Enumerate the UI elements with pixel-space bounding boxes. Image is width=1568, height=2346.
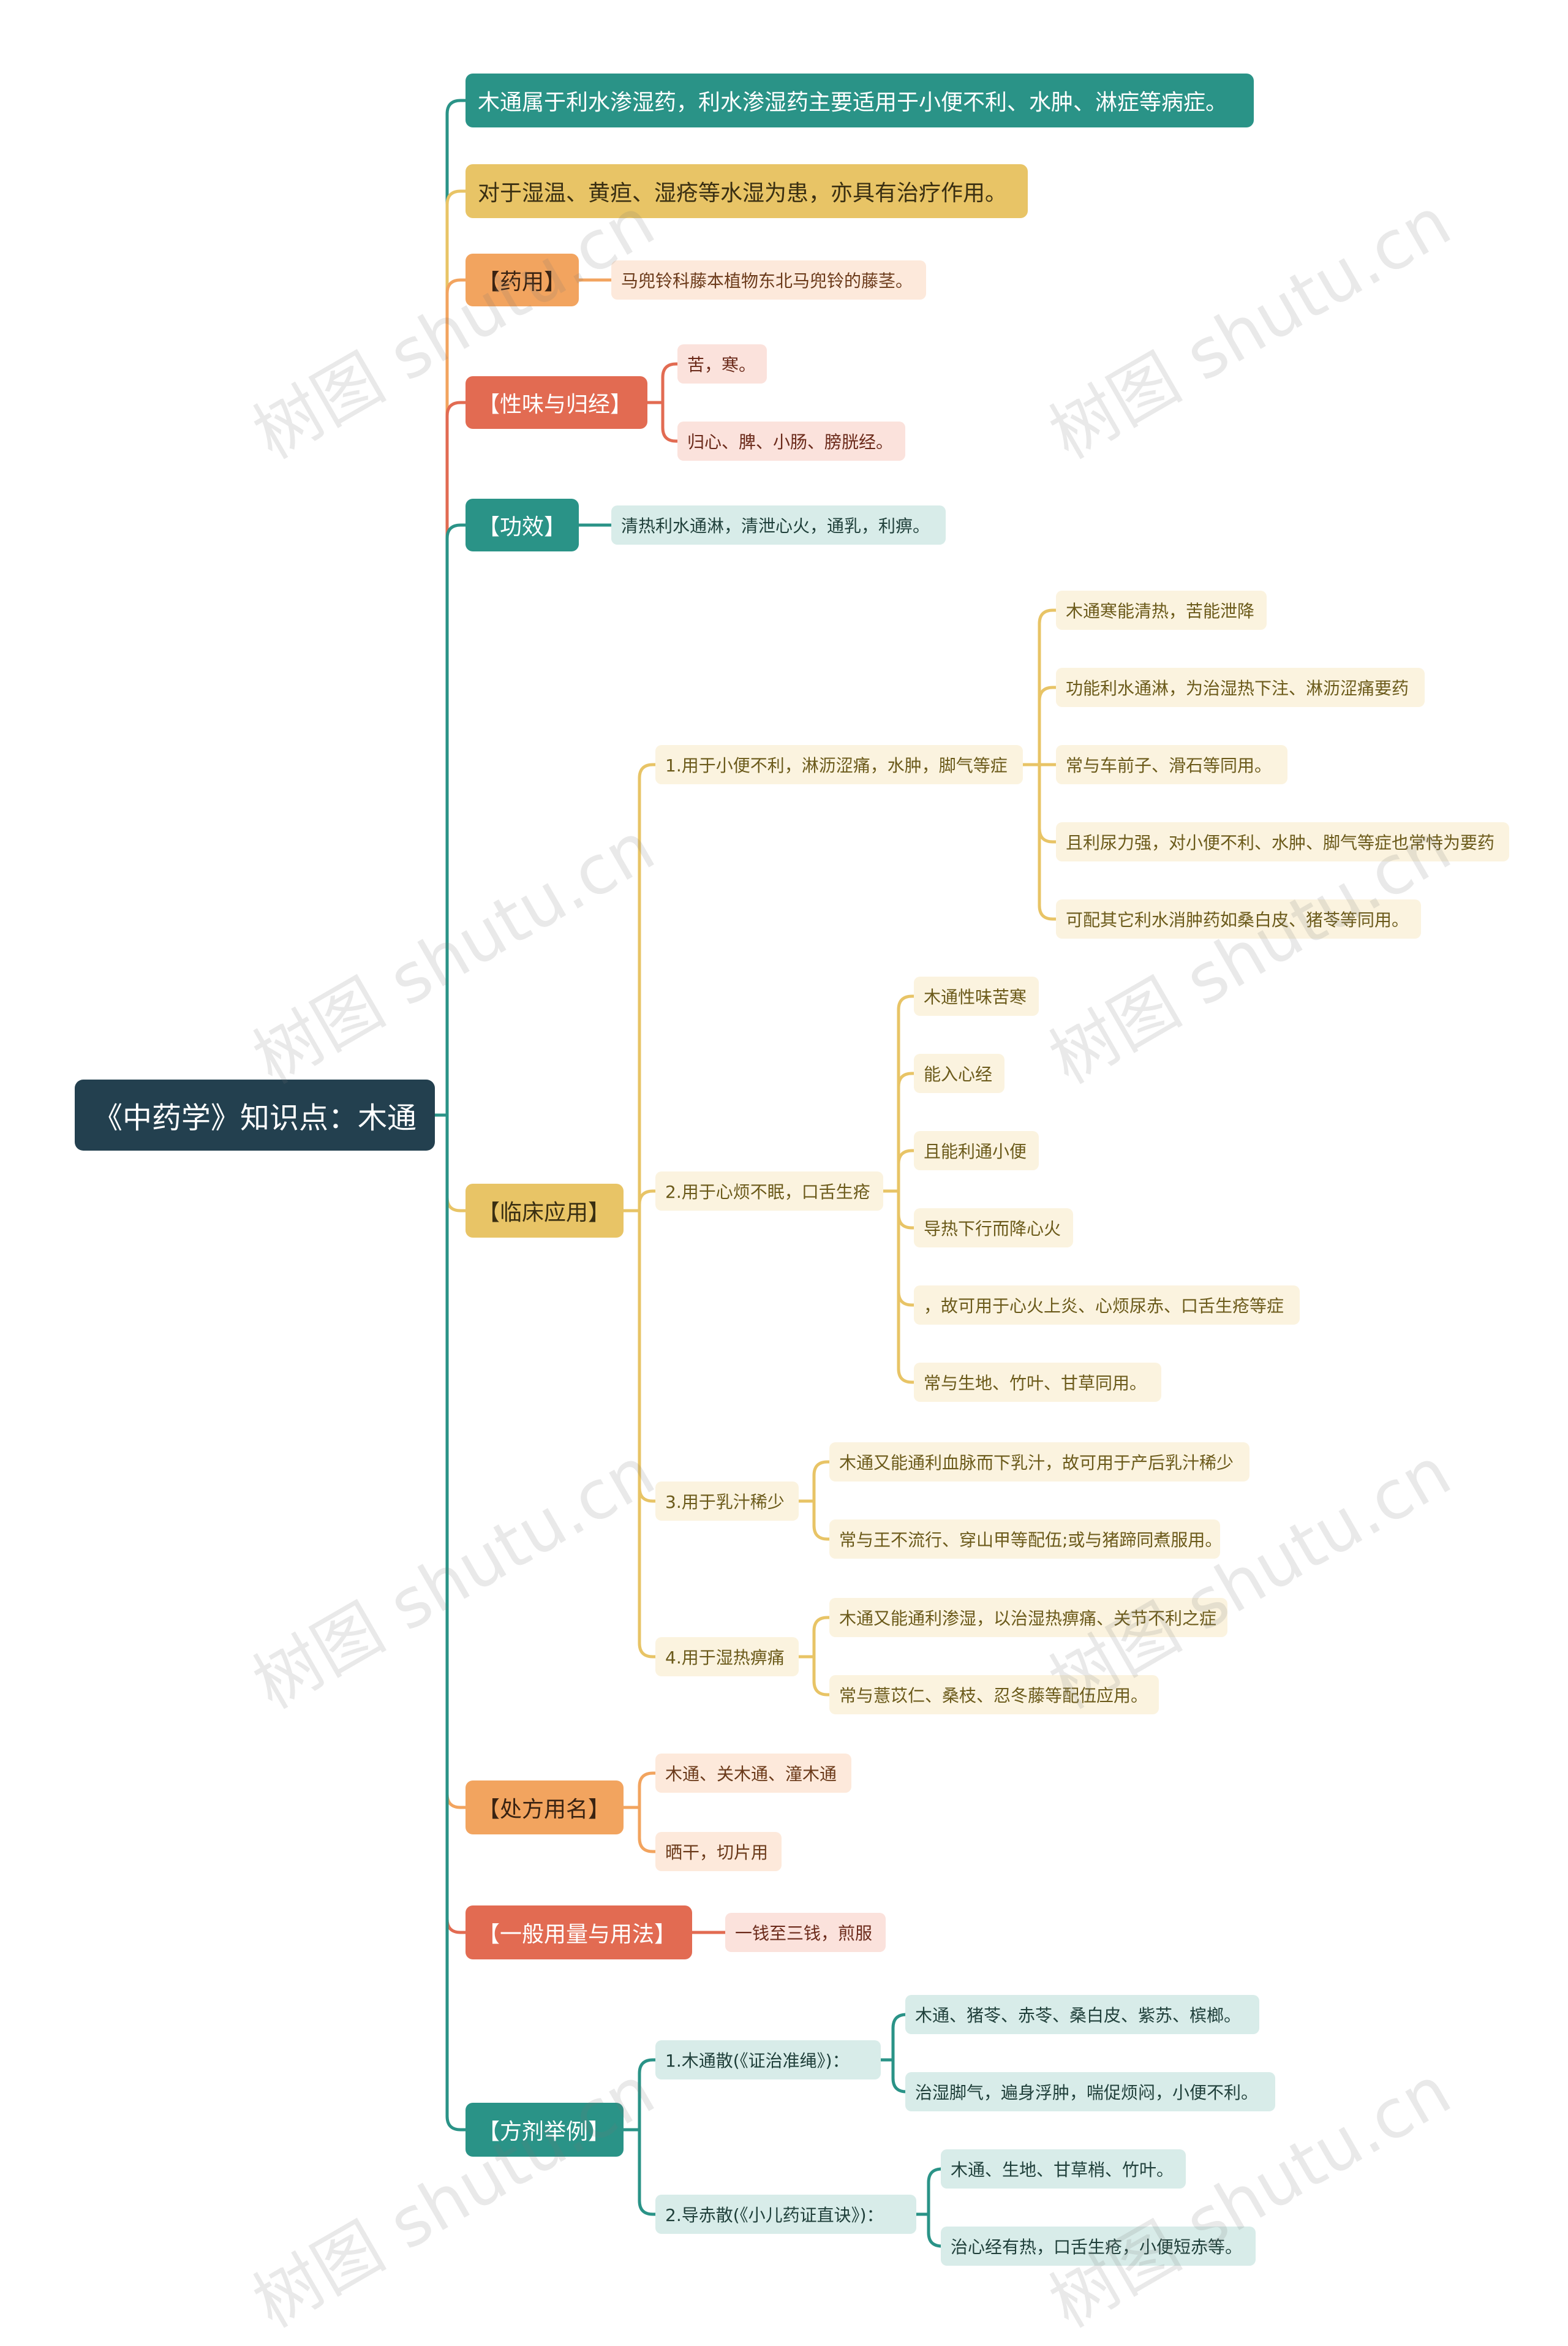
clinical-use-3-detail[interactable]: 木通又能通利血脉而下乳汁，故可用于产后乳汁稀少 bbox=[829, 1442, 1250, 1481]
clinical-use-1[interactable]: 1.用于小便不利，淋沥涩痛，水肿，脚气等症 bbox=[655, 745, 1023, 784]
branch-category[interactable]: 木通属于利水渗湿药，利水渗湿药主要适用于小便不利、水肿、淋症等病症。 bbox=[466, 74, 1254, 127]
clinical-use-2-detail[interactable]: 木通性味苦寒 bbox=[914, 977, 1039, 1016]
branch-indication[interactable]: 对于湿温、黄疸、湿疮等水湿为患，亦具有治疗作用。 bbox=[466, 164, 1028, 218]
connector-line bbox=[622, 763, 657, 1213]
connector-line bbox=[622, 1771, 657, 1809]
formula-2-detail[interactable]: 治心经有热，口舌生疮，小便短赤等。 bbox=[941, 2227, 1256, 2266]
clinical-use-3-detail[interactable]: 常与王不流行、穿山甲等配伍;或与猪蹄同煮服用。 bbox=[829, 1519, 1222, 1559]
connector-line bbox=[622, 2058, 657, 2132]
connector-line bbox=[622, 1189, 657, 1213]
prescription-name-2[interactable]: 晒干，切片用 bbox=[655, 1832, 782, 1871]
clinical-use-2[interactable]: 2.用于心烦不眠，口舌生疮 bbox=[655, 1171, 883, 1211]
connector-line bbox=[797, 1616, 831, 1659]
connector-line bbox=[433, 189, 467, 1117]
connector-line bbox=[622, 1209, 657, 1659]
connector-line bbox=[646, 362, 679, 404]
clinical-use-1-detail[interactable]: 可配其它利水消肿药如桑白皮、猪苓等同用。 bbox=[1056, 899, 1421, 939]
branch-medicinal-part[interactable]: 【药用】 bbox=[466, 254, 579, 306]
formula-1-detail[interactable]: 木通、猪苓、赤苓、桑白皮、紫苏、槟榔。 bbox=[905, 1995, 1259, 2034]
clinical-use-1-detail[interactable]: 且利尿力强，对小便不利、水肿、脚气等症也常恃为要药 bbox=[1056, 822, 1509, 861]
connector-line bbox=[622, 1806, 657, 1853]
clinical-use-2-detail[interactable]: 能入心经 bbox=[914, 1054, 1005, 1093]
connector-line bbox=[914, 2212, 943, 2248]
formula-2-detail[interactable]: 木通、生地、甘草梢、竹叶。 bbox=[941, 2149, 1186, 2189]
clinical-use-4-detail[interactable]: 木通又能通利渗湿，以治湿热痹痛、关节不利之症 bbox=[829, 1598, 1227, 1637]
clinical-use-2-detail[interactable]: 常与生地、竹叶、甘草同用。 bbox=[914, 1363, 1161, 1402]
clinical-use-4[interactable]: 4.用于湿热痹痛 bbox=[655, 1637, 799, 1676]
clinical-use-2-detail[interactable]: 且能利通小便 bbox=[914, 1131, 1039, 1170]
branch-nature-meridian[interactable]: 【性味与归经】 bbox=[466, 376, 647, 429]
nature-text[interactable]: 苦，寒。 bbox=[677, 344, 767, 384]
root-node[interactable]: 《中药学》知识点：木通 bbox=[75, 1080, 435, 1151]
connector-line bbox=[1021, 608, 1058, 766]
connector-line bbox=[433, 1113, 467, 2132]
connector-line bbox=[879, 2058, 907, 2094]
medicinal-part-text[interactable]: 马兜铃科藤本植物东北马兜铃的藤茎。 bbox=[611, 260, 926, 300]
connector-line bbox=[797, 1499, 831, 1541]
connector-line bbox=[881, 1149, 916, 1193]
connector-line bbox=[914, 2167, 943, 2216]
connector-line bbox=[881, 1072, 916, 1193]
formula-2[interactable]: 2.导赤散(《小儿药证直诀》)： bbox=[655, 2195, 916, 2234]
connector-line bbox=[881, 994, 916, 1193]
connector-line bbox=[433, 1113, 467, 1213]
clinical-use-4-detail[interactable]: 常与薏苡仁、桑枝、忍冬藤等配伍应用。 bbox=[829, 1675, 1159, 1714]
dosage-text[interactable]: 一钱至三钱，煎服 bbox=[725, 1913, 886, 1952]
connector-line bbox=[646, 401, 679, 443]
formula-1[interactable]: 1.木通散(《证治准绳》)： bbox=[655, 2040, 881, 2079]
branch-clinical-use[interactable]: 【临床应用】 bbox=[466, 1184, 624, 1238]
connector-line bbox=[879, 2013, 907, 2062]
connector-line bbox=[433, 1113, 467, 1809]
connector-line bbox=[433, 99, 467, 1117]
branch-dosage[interactable]: 【一般用量与用法】 bbox=[466, 1905, 692, 1959]
connector-line bbox=[433, 401, 467, 1117]
connector-line bbox=[797, 1655, 831, 1697]
connector-line bbox=[1021, 686, 1058, 766]
branch-formula-examples[interactable]: 【方剂举例】 bbox=[466, 2103, 624, 2157]
clinical-use-1-detail[interactable]: 常与车前子、滑石等同用。 bbox=[1056, 745, 1287, 784]
prescription-name-1[interactable]: 木通、关木通、潼木通 bbox=[655, 1754, 851, 1793]
clinical-use-2-detail[interactable]: 导热下行而降心火 bbox=[914, 1208, 1073, 1247]
clinical-use-1-detail[interactable]: 木通寒能清热，苦能泄降 bbox=[1056, 591, 1267, 630]
connector-line bbox=[622, 2128, 657, 2216]
branch-prescription-names[interactable]: 【处方用名】 bbox=[466, 1780, 624, 1834]
connector-line bbox=[433, 278, 467, 1117]
connector-line bbox=[1021, 763, 1058, 921]
branch-efficacy[interactable]: 【功效】 bbox=[466, 499, 579, 551]
clinical-use-1-detail[interactable]: 功能利水通淋，为治湿热下注、淋沥涩痛要药 bbox=[1056, 668, 1425, 707]
clinical-use-2-detail[interactable]: ，故可用于心火上炎、心烦尿赤、口舌生疮等症 bbox=[914, 1285, 1300, 1325]
connector-line bbox=[433, 1113, 467, 1934]
clinical-use-3[interactable]: 3.用于乳汁稀少 bbox=[655, 1481, 799, 1521]
connector-line bbox=[881, 1189, 916, 1384]
connector-line bbox=[797, 1460, 831, 1503]
efficacy-text[interactable]: 清热利水通淋，清泄心火，通乳，利痹。 bbox=[611, 505, 946, 545]
formula-1-detail[interactable]: 治湿脚气，遍身浮肿，喘促烦闷，小便不利。 bbox=[905, 2072, 1275, 2111]
connector-line bbox=[433, 523, 467, 1117]
meridian-text[interactable]: 归心、脾、小肠、膀胱经。 bbox=[677, 422, 905, 461]
